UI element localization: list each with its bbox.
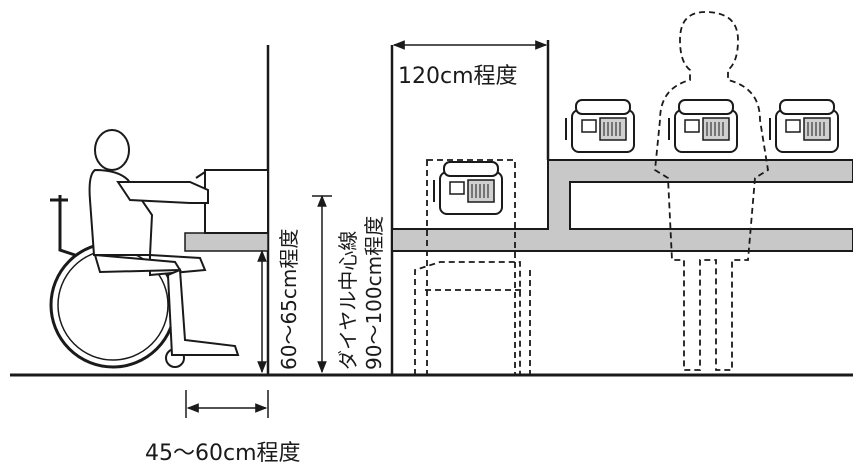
label-knee-depth: 45～60cm程度 (145, 441, 301, 466)
wheelchair-outline-dashed (414, 159, 531, 376)
telephone-icon-low (433, 161, 503, 215)
telephone-icon-high-1 (565, 99, 635, 153)
telephone-icon-high-3 (769, 99, 839, 153)
left-phone-box (204, 169, 269, 234)
label-dial-height: 90～100cm程度 (362, 216, 386, 370)
label-counter-height: 60～65cm程度 (277, 229, 301, 370)
telephone-icon-high-2 (668, 99, 738, 153)
label-dial-center: ダイヤル中心線 (336, 231, 360, 370)
wheelchair-user-figure (49, 129, 240, 369)
standing-person-figure (654, 11, 769, 371)
label-reach-width: 120cm程度 (398, 64, 518, 89)
right-counter-step (391, 159, 853, 252)
left-counter (184, 232, 269, 252)
